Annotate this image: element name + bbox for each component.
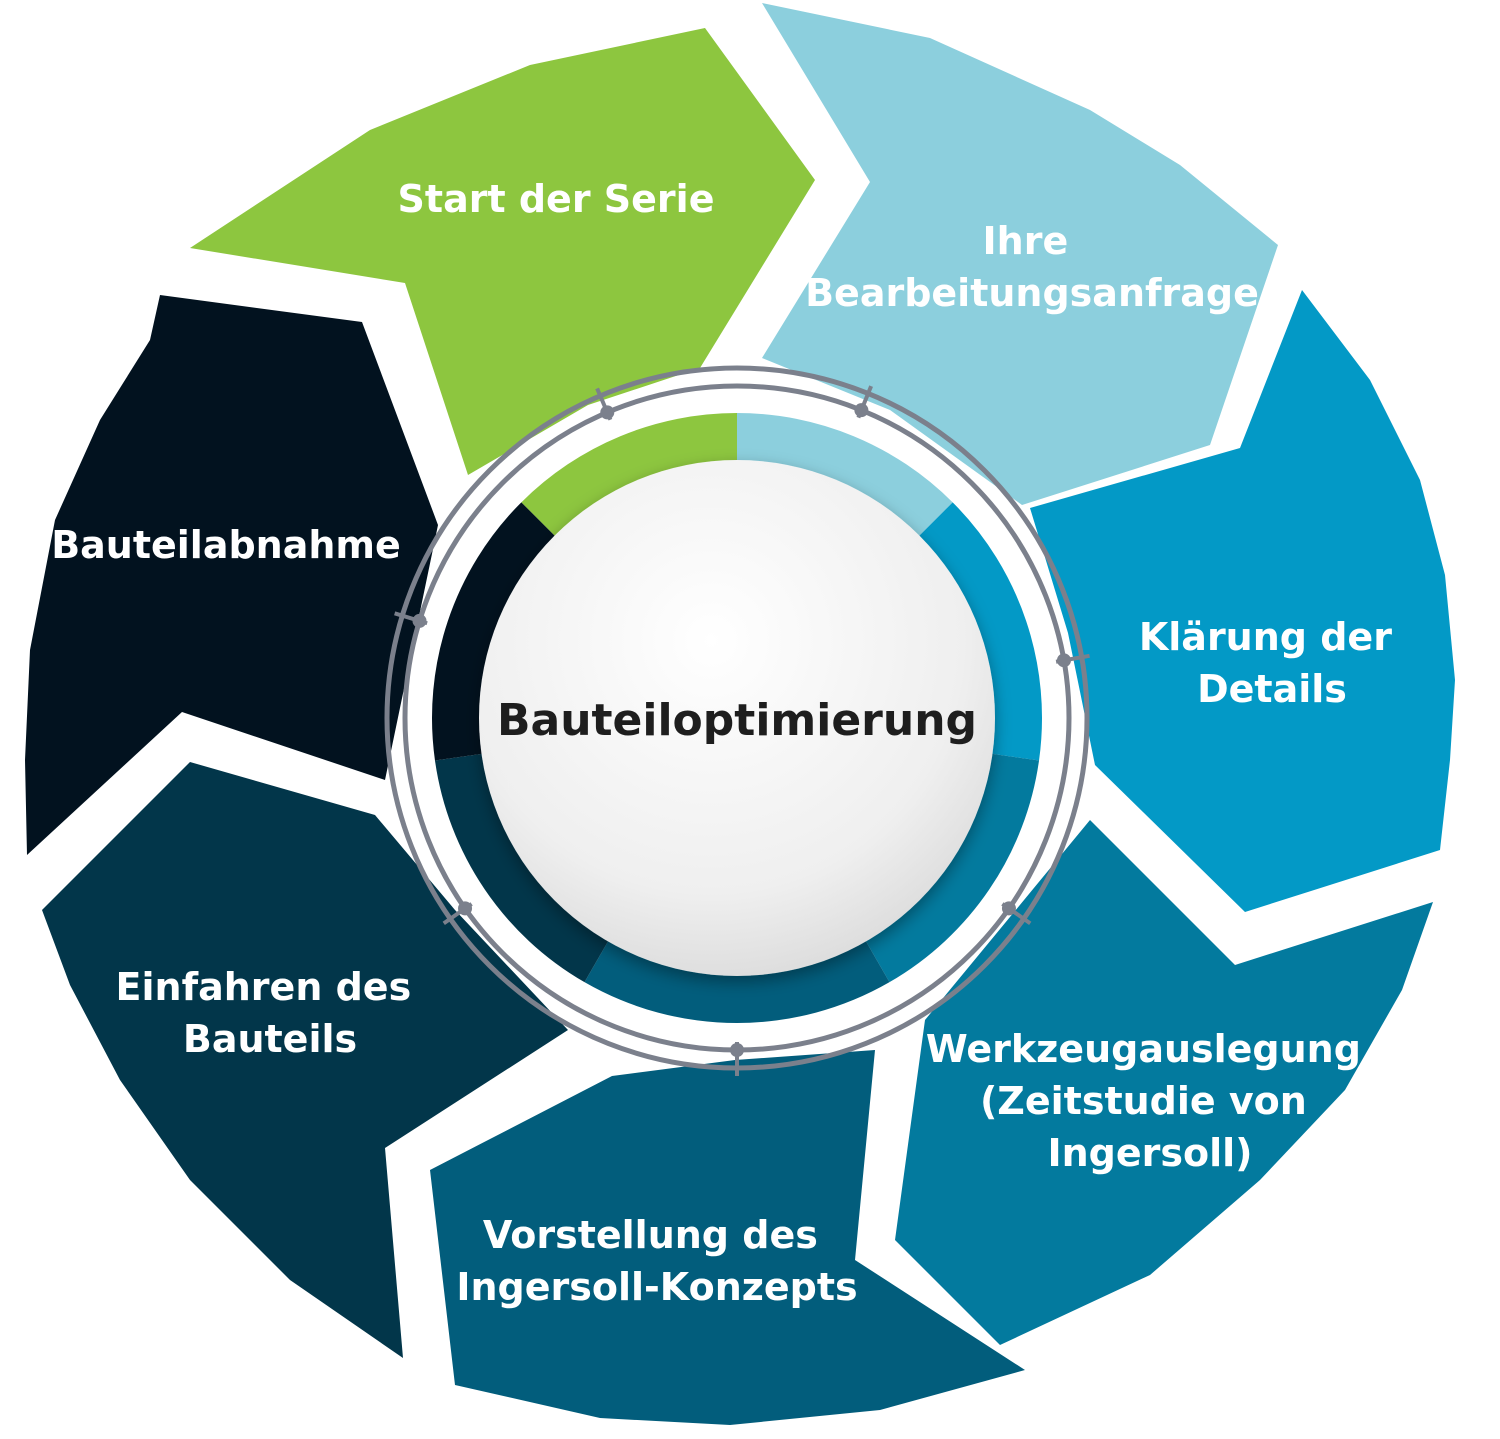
ring-ticks	[394, 385, 1090, 1076]
step-abnahme-arrow	[25, 295, 438, 855]
step-anfrage-label: Ihre Bearbeitungsanfrage	[805, 219, 1259, 315]
step-klaerung-arrow	[1030, 290, 1455, 912]
ring-tick-dot-1	[854, 403, 869, 418]
inner-ring-sector-start	[521, 413, 737, 542]
step-anfrage-arrow	[762, 3, 1278, 505]
inner-ring-sector-werkzeug	[862, 752, 1040, 983]
step-labels: Start der Serie Ihre Bearbeitungsanfrage…	[51, 177, 1405, 1309]
step-start-arrow	[190, 28, 815, 475]
step-werkzeug-arrow	[895, 820, 1433, 1345]
step-einfahren-label: Einfahren des Bauteils	[116, 965, 425, 1061]
step-klaerung-label: Klärung der Details	[1139, 615, 1405, 711]
step-abnahme-label: Bauteilabnahme	[51, 523, 401, 567]
ring-tick-dot-0	[600, 405, 615, 420]
ring-tick-dot-4	[730, 1043, 744, 1057]
center-title: Bauteiloptimierung	[497, 695, 977, 746]
inner-ring-sector-einfahren	[434, 752, 612, 983]
ring-tick-dot-6	[412, 613, 427, 628]
ring-tick-dot-2	[1056, 653, 1071, 668]
ring-tick-dot-3	[1001, 901, 1016, 916]
outer-segments	[25, 3, 1455, 1425]
step-vorstellung-label: Vorstellung des Ingersoll-Konzepts	[456, 1213, 857, 1309]
step-vorstellung-arrow	[430, 1050, 1025, 1425]
ring-tick-dot-5	[458, 901, 473, 916]
step-start-label: Start der Serie	[398, 177, 715, 221]
inner-ring-sector-anfrage	[737, 413, 953, 542]
step-einfahren-arrow	[42, 762, 568, 1358]
center-disc	[479, 460, 995, 976]
step-werkzeug-label: Werkzeugauslegung (Zeitstudie von Ingers…	[926, 1027, 1374, 1175]
